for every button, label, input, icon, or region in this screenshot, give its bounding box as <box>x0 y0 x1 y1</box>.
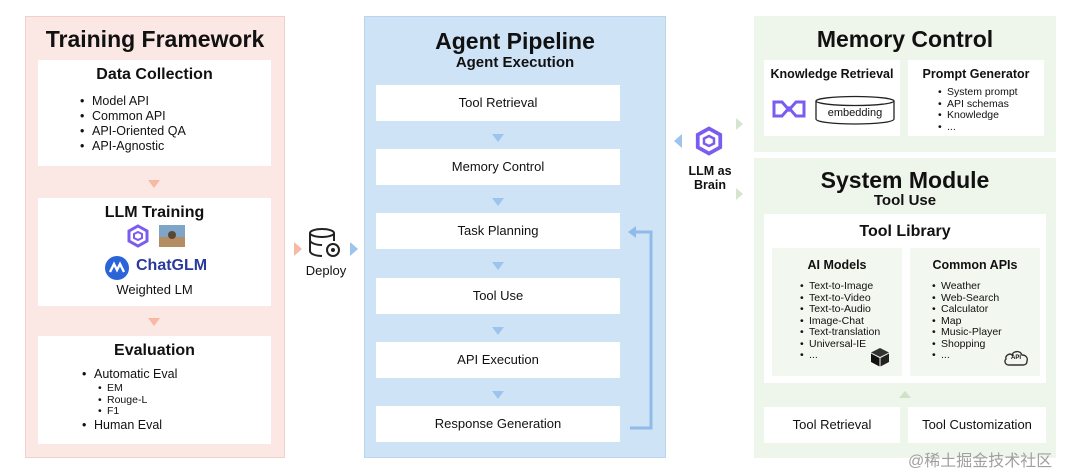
agent-execution-subtitle: Agent Execution <box>455 54 575 71</box>
chatglm-logo-icon <box>105 256 129 280</box>
training-framework-title: Training Framework <box>45 26 265 52</box>
database-gear-icon <box>309 228 340 257</box>
list-item: Shopping <box>932 338 1032 351</box>
list-item: Text-to-Audio <box>800 303 900 316</box>
agent-pipeline-title: Agent Pipeline <box>435 28 595 54</box>
data-collection-title: Data Collection <box>96 66 213 83</box>
ai-models-list: Text-to-Image Text-to-Video Text-to-Audi… <box>800 280 900 362</box>
pipeline-step-api-execution: API Execution <box>376 342 620 378</box>
arrow-down-icon <box>148 180 160 188</box>
chatglm-label: ChatGLM <box>136 257 208 274</box>
list-item: API-Oriented QA <box>80 124 260 139</box>
embedding-database-icon <box>815 95 895 125</box>
arrow-down-icon <box>492 134 504 142</box>
pipeline-step-response-generation: Response Generation <box>376 406 620 442</box>
list-item: ... <box>932 349 1032 362</box>
arrow-right-icon <box>350 242 358 256</box>
arrow-up-icon <box>899 391 911 398</box>
evaluation-title: Evaluation <box>114 342 195 359</box>
cube-icon <box>871 348 889 367</box>
list-item: API schemas <box>938 98 1038 111</box>
system-module-title: System Module <box>820 167 990 193</box>
arrow-right-icon <box>736 188 743 200</box>
list-item: Knowledge <box>938 109 1038 122</box>
tool-use-subtitle: Tool Use <box>873 192 937 209</box>
tool-library-title: Tool Library <box>859 223 951 240</box>
list-item: Human Eval <box>82 418 262 433</box>
llm-as-brain-label: LLM as Brain <box>680 164 740 192</box>
brain-label-line1: LLM as <box>688 164 732 178</box>
weighted-lm-label: Weighted LM <box>116 282 193 297</box>
prompt-generator-title: Prompt Generator <box>922 67 1030 81</box>
list-item: ... <box>938 121 1038 134</box>
list-item: Rouge-L <box>98 394 248 407</box>
pipeline-step-tool-use: Tool Use <box>376 278 620 314</box>
list-item: Web-Search <box>932 292 1032 305</box>
list-item: Model API <box>80 94 260 109</box>
photo-thumbnail-icon <box>159 225 185 247</box>
ai-models-title: AI Models <box>807 258 867 272</box>
qwen-logo-icon <box>127 224 149 248</box>
list-item: Music-Player <box>932 326 1032 339</box>
qwen-logo-icon <box>695 126 723 156</box>
deploy-label: Deploy <box>305 263 347 278</box>
automatic-eval-sublist: EM Rouge-L F1 <box>98 382 248 418</box>
pipeline-step-memory-control: Memory Control <box>376 149 620 185</box>
list-item: Universal-IE <box>800 338 900 351</box>
feedback-loop-arrow-icon <box>628 226 653 430</box>
arrow-down-icon <box>492 262 504 270</box>
list-item: Map <box>932 315 1032 328</box>
human-eval-item: Human Eval <box>82 418 262 433</box>
list-item: Text-to-Image <box>800 280 900 293</box>
common-apis-list: Weather Web-Search Calculator Map Music-… <box>932 280 1032 362</box>
arrow-down-icon <box>492 391 504 399</box>
arrow-down-icon <box>492 198 504 206</box>
watermark-label: @稀土掘金技术社区 <box>908 453 1053 470</box>
arrow-down-icon <box>148 318 160 326</box>
list-item: Weather <box>932 280 1032 293</box>
list-item: Calculator <box>932 303 1032 316</box>
api-cloud-icon <box>1004 350 1028 366</box>
prompt-generator-list: System prompt API schemas Knowledge ... <box>938 86 1038 134</box>
tool-customization-box: Tool Customization <box>908 407 1046 443</box>
arrow-left-icon <box>674 134 682 148</box>
list-item: Text-translation <box>800 326 900 339</box>
retrieval-logo-icon <box>772 100 806 118</box>
brain-label-line2: Brain <box>694 178 726 192</box>
list-item: System prompt <box>938 86 1038 99</box>
arrow-down-icon <box>492 327 504 335</box>
tool-retrieval-box: Tool Retrieval <box>764 407 900 443</box>
api-badge-label: API <box>1010 355 1021 361</box>
memory-control-title: Memory Control <box>816 26 994 52</box>
arrow-right-icon <box>294 242 302 256</box>
pipeline-step-task-planning: Task Planning <box>376 213 620 249</box>
list-item: Automatic Eval <box>82 367 262 382</box>
automatic-eval-item: Automatic Eval <box>82 367 262 382</box>
pipeline-step-tool-retrieval: Tool Retrieval <box>376 85 620 121</box>
common-apis-title: Common APIs <box>932 258 1018 272</box>
list-item: ... <box>800 349 900 362</box>
list-item: API-Agnostic <box>80 139 260 154</box>
llm-training-title: LLM Training <box>104 204 205 221</box>
embedding-label: embedding <box>827 107 883 119</box>
list-item: EM <box>98 382 248 395</box>
data-collection-list: Model API Common API API-Oriented QA API… <box>80 94 260 154</box>
list-item: F1 <box>98 405 248 418</box>
list-item: Common API <box>80 109 260 124</box>
knowledge-retrieval-title: Knowledge Retrieval <box>770 67 894 81</box>
llm-training-box <box>38 198 271 306</box>
list-item: Text-to-Video <box>800 292 900 305</box>
list-item: Image-Chat <box>800 315 900 328</box>
arrow-right-icon <box>736 118 743 130</box>
